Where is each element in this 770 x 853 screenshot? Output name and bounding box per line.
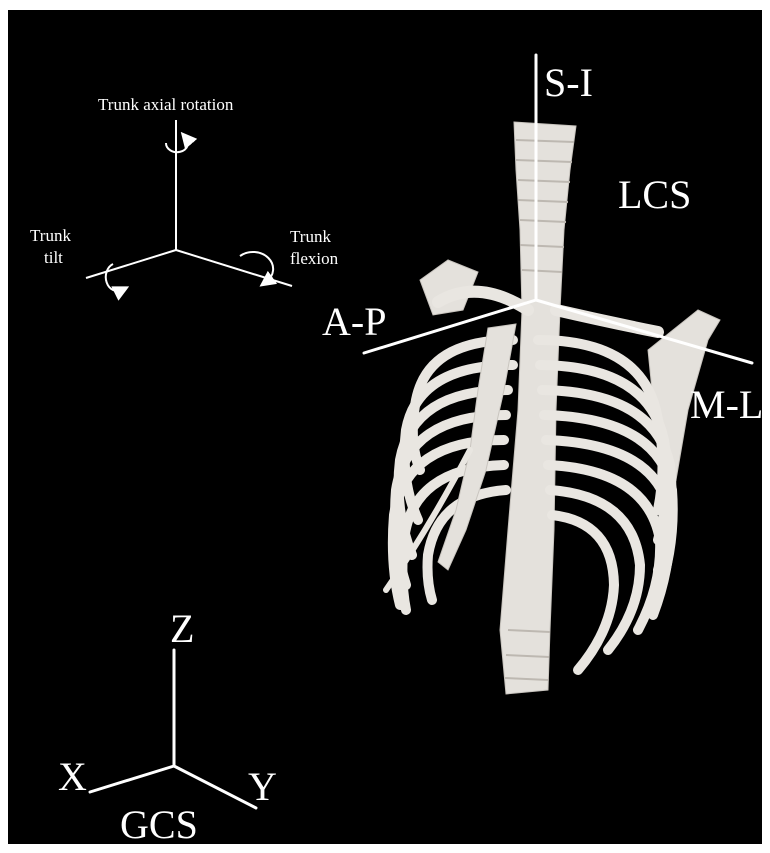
x-axis-label: X <box>58 754 87 799</box>
gcs-axes: Z X Y GCS <box>58 606 277 844</box>
y-axis-label: Y <box>248 764 277 809</box>
tilt-label-line2: tilt <box>44 248 63 267</box>
flexion-label-line2: flexion <box>290 249 339 268</box>
thorax-coordinate-diagram: Trunk axial rotation Trunk tilt Trunk fl… <box>8 10 762 844</box>
si-axis-label: S-I <box>544 60 593 105</box>
rotation-legend: Trunk axial rotation Trunk tilt Trunk fl… <box>30 95 339 291</box>
figure-canvas: Trunk axial rotation Trunk tilt Trunk fl… <box>8 10 762 844</box>
legend-left-axis <box>86 250 176 278</box>
flexion-label-line1: Trunk <box>290 227 331 246</box>
lcs-label: LCS <box>618 172 691 217</box>
axial-rotation-label: Trunk axial rotation <box>98 95 234 114</box>
x-axis-line <box>90 766 174 792</box>
ap-axis-label: A-P <box>322 299 386 344</box>
legend-right-axis <box>176 250 292 286</box>
tilt-label-line1: Trunk <box>30 226 71 245</box>
ml-axis-line <box>536 300 752 363</box>
flexion-rotation-arrow-icon <box>240 252 273 282</box>
spine <box>500 122 576 694</box>
z-axis-label: Z <box>170 606 194 651</box>
gcs-label: GCS <box>120 802 198 844</box>
ml-axis-label: M-L <box>690 382 762 427</box>
